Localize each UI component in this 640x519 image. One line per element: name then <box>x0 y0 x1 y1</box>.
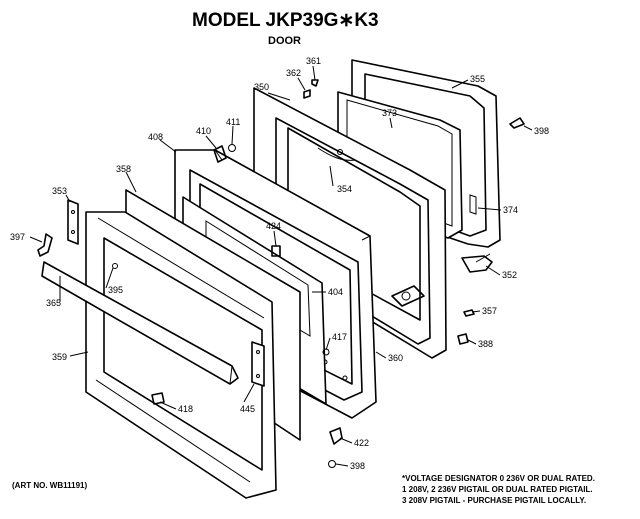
callout-361: 361 <box>306 56 321 66</box>
callout-352: 352 <box>502 270 517 280</box>
part-357-screw-icon <box>463 309 475 317</box>
callout-424: 424 <box>266 221 281 231</box>
callout-365: 365 <box>46 298 61 308</box>
callout-350: 350 <box>254 82 269 92</box>
part-365-door-handle <box>41 261 239 385</box>
callout-395: 395 <box>108 285 123 295</box>
part-422-clip-icon <box>329 427 343 445</box>
part-398-screw-icon <box>509 117 525 129</box>
callout-373: 373 <box>382 108 397 118</box>
voltage-note-2: 1 208V, 2 236V PIGTAIL OR DUAL RATED PIG… <box>402 485 593 494</box>
part-361-nut-icon <box>311 79 319 87</box>
part-424-clip-icon <box>271 245 281 257</box>
callout-410: 410 <box>196 126 211 136</box>
part-411-washer-icon <box>228 144 236 152</box>
callout-445: 445 <box>240 404 255 414</box>
callout-398-bottom: 398 <box>350 461 365 471</box>
part-397-clip <box>37 233 53 257</box>
art-number: (ART NO. WB11191) <box>12 481 87 490</box>
callout-411: 411 <box>226 117 240 127</box>
callout-422: 422 <box>354 438 369 448</box>
part-353-bracket <box>67 199 79 245</box>
voltage-note-3: 3 208V PIGTAIL - PURCHASE PIGTAIL LOCALL… <box>402 496 586 505</box>
callout-355: 355 <box>470 74 485 84</box>
callout-358: 358 <box>116 164 131 174</box>
callout-353: 353 <box>52 186 67 196</box>
callout-354: 354 <box>337 184 352 194</box>
section-subtitle: DOOR <box>268 35 301 47</box>
callout-388: 388 <box>478 339 493 349</box>
part-445-bracket <box>251 341 265 387</box>
model-title: MODEL JKP39G∗K3 <box>192 10 379 31</box>
callout-418: 418 <box>178 404 193 414</box>
voltage-note-1: *VOLTAGE DESIGNATOR 0 236V OR DUAL RATED… <box>402 474 595 483</box>
callout-labels: 350 361 362 355 373 398 408 410 411 358 … <box>10 56 549 471</box>
callout-408: 408 <box>148 132 163 142</box>
callout-357: 357 <box>482 306 497 316</box>
callout-362: 362 <box>286 68 301 78</box>
hardware-parts <box>213 79 525 468</box>
part-398-washer-icon <box>328 460 336 468</box>
callout-leaders <box>29 65 533 467</box>
callout-374: 374 <box>503 205 518 215</box>
callout-404: 404 <box>328 287 343 297</box>
part-362-screw-icon <box>303 89 311 99</box>
part-410-hinge-clip-icon <box>213 145 227 163</box>
callout-417: 417 <box>332 332 347 342</box>
callout-397: 397 <box>10 232 25 242</box>
callout-359: 359 <box>52 352 67 362</box>
part-352-hinge <box>461 253 493 273</box>
callout-398-top: 398 <box>534 126 549 136</box>
callout-360: 360 <box>388 353 403 363</box>
part-388-clip-icon <box>457 333 469 345</box>
